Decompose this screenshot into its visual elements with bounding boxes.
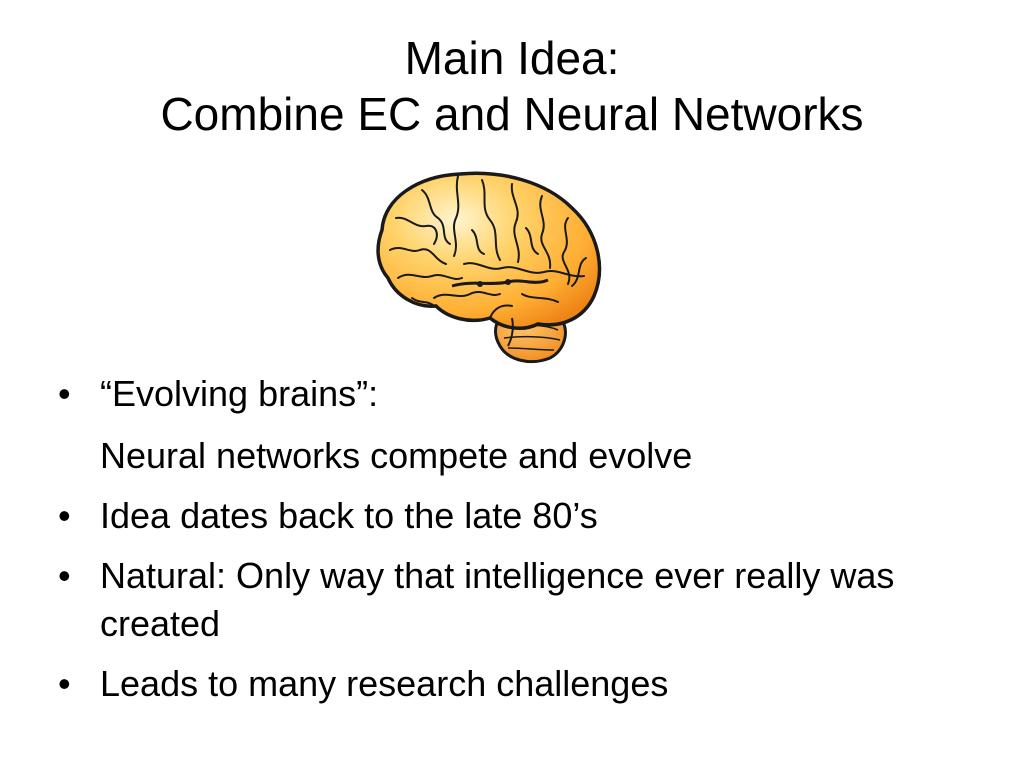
slide-title: Main Idea: Combine EC and Neural Network… — [0, 30, 1024, 142]
bullet-item: • Leads to many research challenges — [58, 660, 978, 708]
bullet-text: “Evolving brains”: — [100, 373, 379, 414]
bullet-text: Idea dates back to the late 80’s — [100, 495, 598, 536]
title-line-2: Combine EC and Neural Networks — [160, 88, 864, 140]
bullet-glyph: • — [58, 663, 71, 704]
bullet-glyph: • — [58, 373, 71, 414]
bullet-glyph: • — [58, 555, 71, 596]
title-line-1: Main Idea: — [404, 32, 620, 84]
brain-icon — [376, 171, 602, 363]
bullet-list: • “Evolving brains”: Neural networks com… — [58, 370, 978, 720]
bullet-item: • Idea dates back to the late 80’s — [58, 492, 978, 540]
bullet-glyph: • — [58, 495, 71, 536]
bullet-item: • “Evolving brains”: Neural networks com… — [58, 370, 978, 480]
bullet-subtext: Neural networks compete and evolve — [100, 435, 693, 476]
bullet-item: • Natural: Only way that intelligence ev… — [58, 552, 978, 648]
bullet-text: Leads to many research challenges — [100, 663, 669, 704]
bullet-text: Natural: Only way that intelligence ever… — [100, 555, 895, 644]
